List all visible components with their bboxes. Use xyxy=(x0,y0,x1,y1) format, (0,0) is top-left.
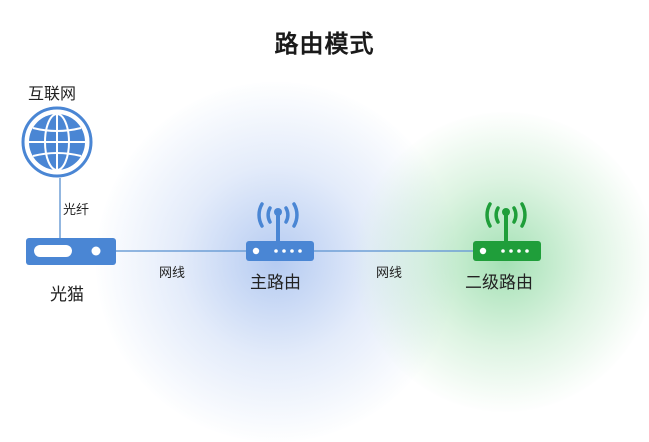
cable-label-2: 网线 xyxy=(376,266,403,281)
main-router-label: 主路由 xyxy=(250,273,301,293)
secondary-router-label: 二级路由 xyxy=(465,273,533,293)
modem-label: 光猫 xyxy=(50,285,84,305)
secondary-router-coverage xyxy=(355,112,649,412)
globe-icon xyxy=(21,106,93,178)
secondary-router-icon xyxy=(473,202,541,261)
cable-label-1: 网线 xyxy=(159,266,186,281)
internet-label: 互联网 xyxy=(28,84,77,103)
modem-icon xyxy=(26,238,116,265)
diagram-title: 路由模式 xyxy=(274,30,375,58)
network-diagram xyxy=(21,106,541,265)
fiber-label: 光纤 xyxy=(63,203,90,218)
main-router-icon xyxy=(246,202,314,261)
